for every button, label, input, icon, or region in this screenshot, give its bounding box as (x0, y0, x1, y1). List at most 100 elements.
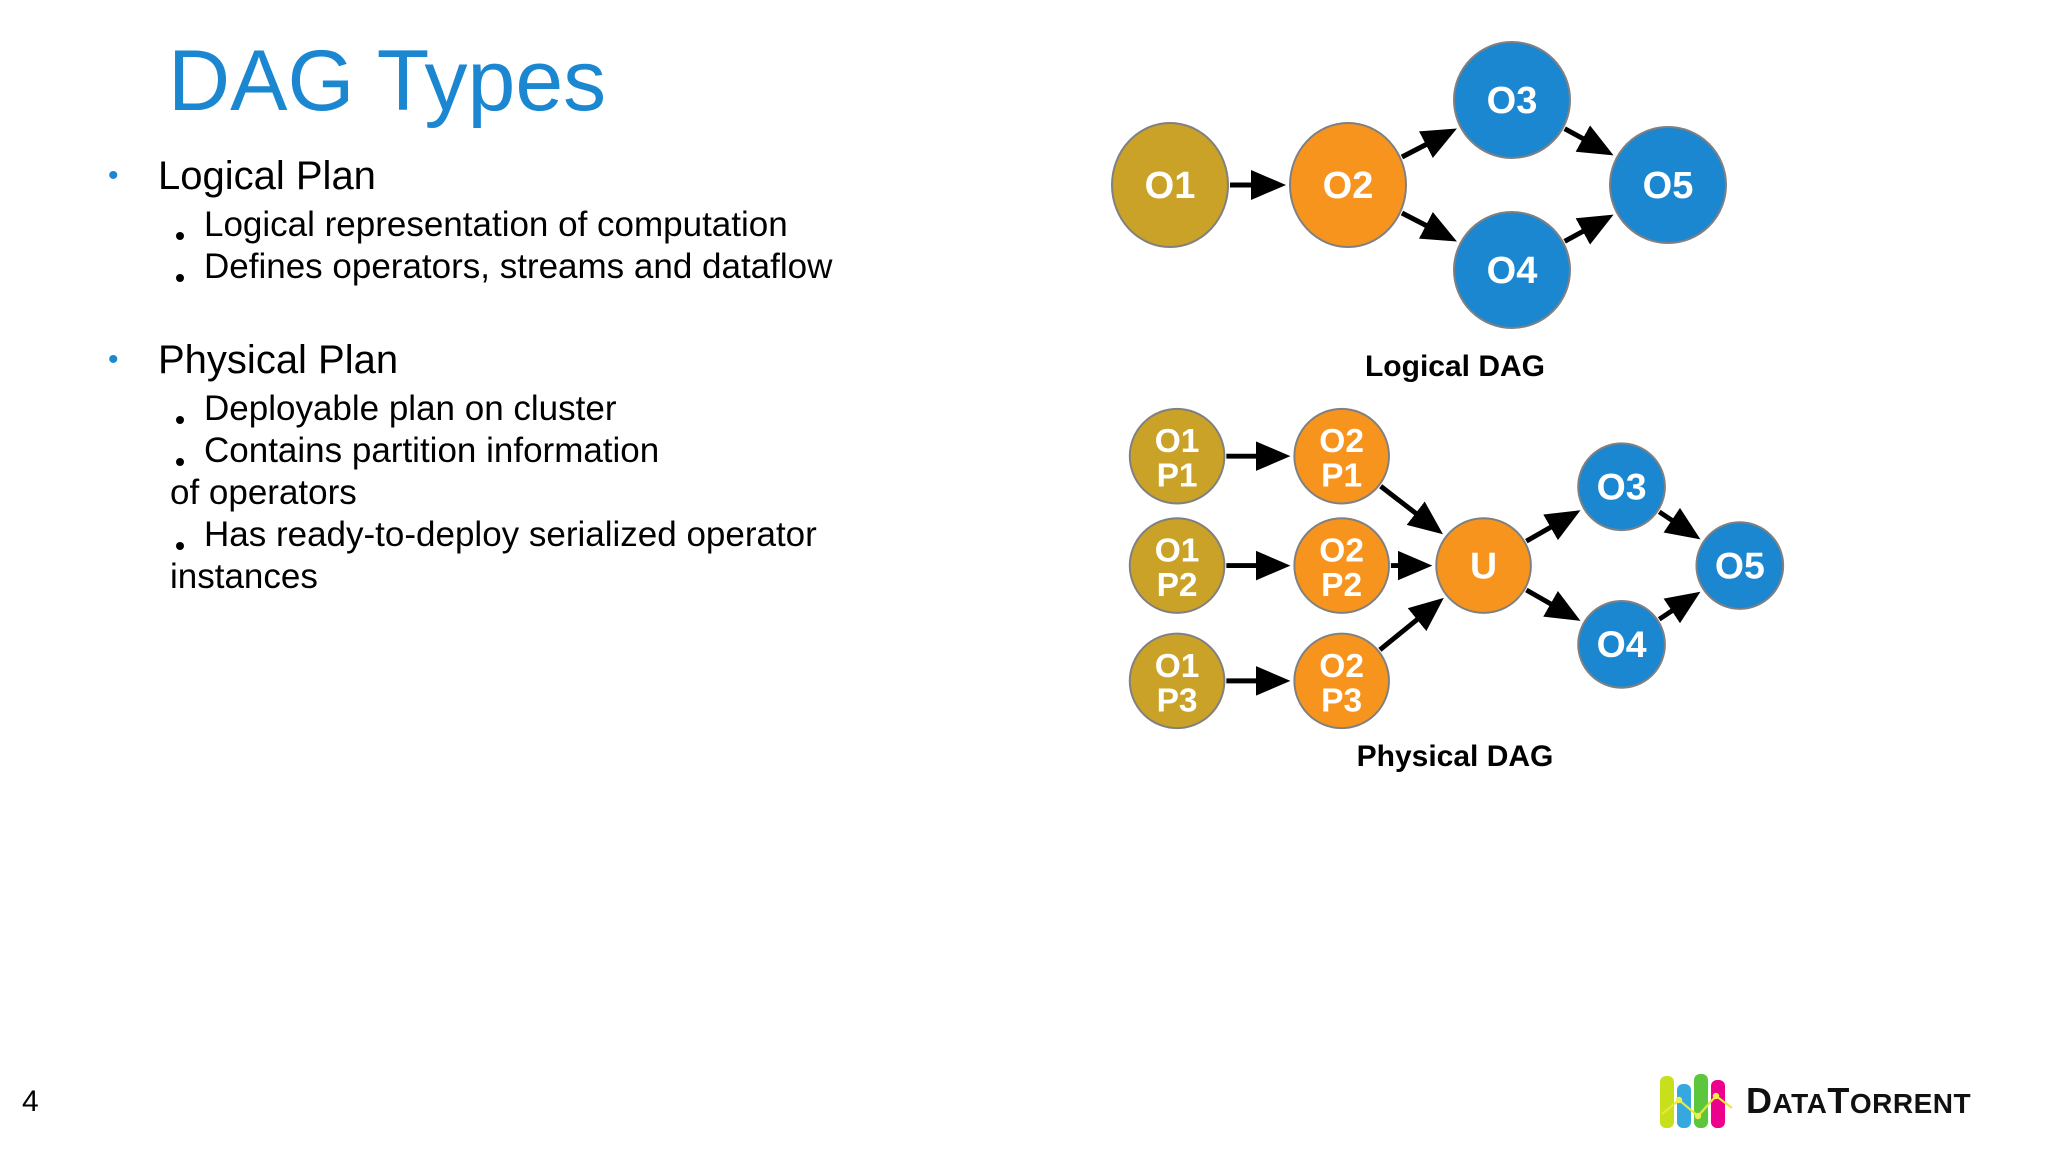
logo-bar-1 (1660, 1076, 1674, 1128)
dag-node-O5[interactable]: O5 (1695, 521, 1785, 610)
node-label: O3 (1597, 466, 1647, 508)
logo-letter-d: D (1746, 1080, 1773, 1121)
node-label-operator: O2 (1319, 648, 1364, 685)
dag-node-O1[interactable]: O1 (1111, 122, 1229, 248)
bullet-level1-logical-plan: • Logical Plan (108, 152, 908, 200)
edge-U-to-O4 (1525, 587, 1581, 621)
logical-dag-caption: Logical DAG (1364, 350, 1545, 383)
bullet-marker-icon: • (108, 159, 119, 192)
edge-O3-to-O5 (1563, 125, 1614, 156)
dag-node-U[interactable]: U (1435, 517, 1532, 614)
node-label: O3 (1487, 80, 1538, 122)
node-shape (1128, 517, 1226, 614)
node-shape (1111, 122, 1229, 248)
node-label-operator: O1 (1155, 533, 1200, 570)
node-label: O5 (1643, 165, 1694, 207)
dag-node-O3[interactable]: O3 (1577, 442, 1666, 532)
bullet-level2-label: Defines operators, streams and dataflow (204, 247, 833, 286)
page-number: 4 (22, 1085, 39, 1118)
node-shape (1289, 122, 1407, 248)
bullet-level2: Contains partition information (170, 430, 908, 472)
bullet-marker-icon: • (108, 343, 119, 376)
node-shape (1128, 632, 1226, 730)
edge-O2P3-to-U (1378, 597, 1444, 652)
node-shape (1293, 517, 1390, 614)
bullet-level2: Logical representation of computation (170, 204, 908, 246)
logo-bar-2 (1677, 1084, 1691, 1128)
node-label: O2 (1323, 165, 1374, 207)
node-label-operator: O1 (1155, 648, 1200, 685)
node-label-partition: P3 (1321, 682, 1362, 719)
node-label-partition: P2 (1157, 567, 1198, 604)
node-shape (1435, 517, 1532, 614)
node-shape (1128, 407, 1226, 505)
node-shape (1577, 600, 1666, 689)
logo-bar-4 (1711, 1080, 1725, 1128)
node-label-operator: O2 (1319, 423, 1364, 460)
datatorrent-logo-mark (1660, 1074, 1733, 1128)
sub-bullet-dot-icon (170, 388, 204, 430)
datatorrent-logo: DATATORRENT (1658, 1068, 1998, 1134)
dag-node-O3[interactable]: O3 (1453, 41, 1571, 159)
sub-bullet-dot-icon (170, 204, 204, 246)
node-shape (1293, 407, 1390, 505)
dag-node-O4[interactable]: O4 (1453, 211, 1571, 329)
node-shape (1609, 126, 1727, 244)
bullet-level1-label: Physical Plan (158, 338, 399, 382)
dag-node-O5[interactable]: O5 (1609, 126, 1727, 244)
bullet-wrap-line: of operators (170, 473, 357, 512)
node-label: U (1470, 544, 1497, 586)
node-label: O1 (1145, 165, 1196, 207)
bullet-spacer (108, 294, 908, 336)
dag-node-O2[interactable]: O2 (1289, 122, 1407, 248)
node-label-operator: O1 (1155, 423, 1200, 460)
sub-bullet-dot-icon (170, 430, 204, 472)
bullet-level2: Deployable plan on cluster (170, 388, 908, 430)
node-shape (1453, 211, 1571, 329)
node-shape (1293, 632, 1390, 730)
node-shape (1695, 521, 1785, 610)
node-label: O5 (1715, 544, 1765, 586)
edge-O2-to-O4 (1400, 210, 1457, 242)
sub-bullet-dot-icon (170, 514, 204, 556)
dag-node-O4[interactable]: O4 (1577, 600, 1666, 689)
node-label-partition: P1 (1157, 458, 1198, 495)
datatorrent-wordmark: DATATORRENT (1746, 1080, 1971, 1122)
bullet-level1-physical-plan: • Physical Plan (108, 336, 908, 384)
node-label-partition: P1 (1321, 458, 1362, 495)
edge-O4-to-O5 (1657, 591, 1701, 624)
page-title: DAG Types (168, 33, 607, 129)
bullet-group-logical-plan: • Logical Plan Logical representation of… (108, 152, 908, 288)
bullet-level2-label: Has ready-to-deploy serialized operator (204, 515, 817, 554)
physical-dag-edges (1226, 441, 1701, 696)
logo-bar-3 (1694, 1074, 1708, 1128)
bullet-level2: Has ready-to-deploy serialized operator (170, 514, 908, 556)
node-label: O4 (1487, 250, 1538, 292)
edge-O2P1-to-U (1379, 484, 1443, 535)
node-label-partition: P2 (1321, 567, 1362, 604)
bullet-level2-label: Logical representation of computation (204, 205, 788, 244)
edge-O4-to-O5 (1563, 214, 1614, 245)
bullet-level2-label: Deployable plan on cluster (204, 389, 617, 428)
logo-letter-t: T (1827, 1080, 1850, 1121)
bullet-group-physical-plan: • Physical Plan Deployable plan on clust… (108, 336, 908, 598)
logo-letters-orrent: ORRENT (1849, 1088, 1972, 1119)
edge-O3-to-O5 (1657, 507, 1701, 540)
node-label-operator: O2 (1319, 533, 1364, 570)
bullet-level2-label: Contains partition information (204, 431, 660, 470)
node-label: O4 (1597, 623, 1647, 665)
edge-O2-to-O3 (1400, 128, 1457, 160)
bullet-content: • Logical Plan Logical representation of… (108, 152, 908, 604)
logo-letters-ata: ATA (1772, 1088, 1828, 1119)
